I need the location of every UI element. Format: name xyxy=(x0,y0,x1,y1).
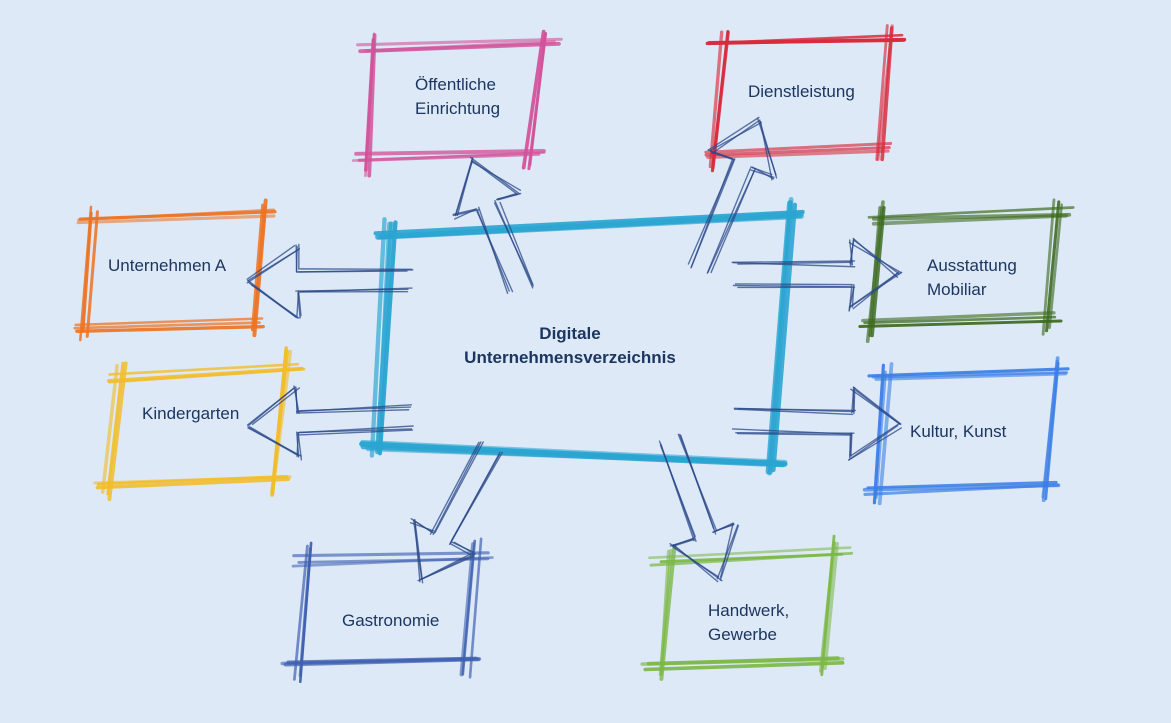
arrow-unternehmen xyxy=(246,243,414,319)
node-label-dienstleistung: Dienstleistung xyxy=(748,82,855,101)
node-box-unternehmen xyxy=(73,198,277,342)
arrow-gastronomie xyxy=(409,441,503,584)
node-box-ausstattung xyxy=(858,198,1075,344)
node-label-oeffentliche: Öffentliche Einrichtung xyxy=(415,75,501,118)
node-label-unternehmen: Unternehmen A xyxy=(108,256,227,275)
node-box-handwerk xyxy=(640,534,854,681)
node-box-kultur xyxy=(862,356,1070,506)
arrow-handwerk xyxy=(658,433,740,583)
arrow-dienstleistung xyxy=(687,116,778,274)
node-label-gastronomie: Gastronomie xyxy=(342,611,440,630)
node-box-kindergarten xyxy=(93,346,306,502)
node-box-dienstleistung xyxy=(704,24,907,173)
node-box-oeffentliche xyxy=(351,29,563,178)
arrow-kindergarten xyxy=(246,385,414,461)
node-box-gastronomie xyxy=(280,537,494,684)
arrow-ausstattung xyxy=(731,237,903,312)
node-label-kultur: Kultur, Kunst xyxy=(910,422,1007,441)
center-label-line1: Digitale xyxy=(539,324,601,343)
arrow-oeffentliche xyxy=(452,156,534,294)
node-label-handwerk: Handwerk, Gewerbe xyxy=(708,601,790,644)
node-label-kindergarten: Kindergarten xyxy=(142,404,240,423)
node-label-ausstattung: Ausstattung Mobiliar xyxy=(927,256,1017,299)
arrow-kultur xyxy=(731,386,902,461)
center-box xyxy=(359,196,805,476)
center-label-line2: Unternehmensverzeichnis xyxy=(464,348,676,367)
center-label: Digitale Unternehmensverzeichnis xyxy=(440,322,700,370)
